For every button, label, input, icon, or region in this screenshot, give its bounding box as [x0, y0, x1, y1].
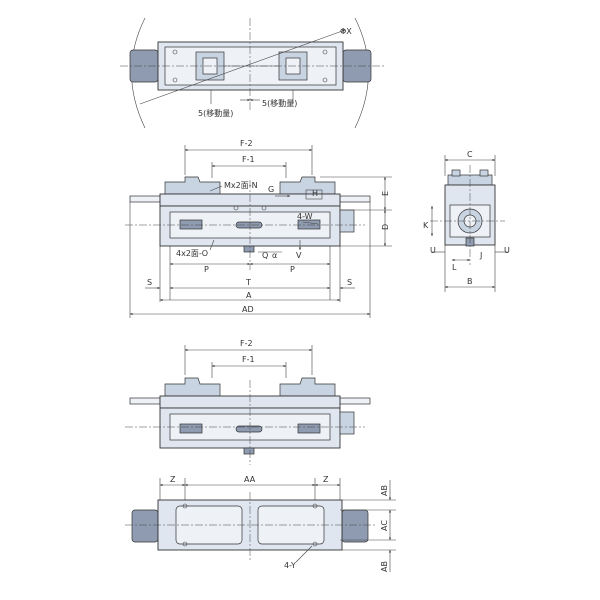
bottom-view: Z AA Z AB AC AB 4-Y	[125, 475, 396, 572]
label-g: G	[268, 185, 274, 194]
dim-f1: F-1	[242, 155, 255, 164]
dim-f2-2: F-2	[240, 339, 253, 348]
label-d: D	[381, 224, 390, 230]
label-u-right: U	[504, 246, 510, 255]
label-h: H	[312, 189, 318, 198]
label-k: K	[423, 221, 429, 230]
dim-f2: F-2	[240, 139, 253, 148]
label-v: V	[296, 251, 302, 260]
label-y: 4-Y	[284, 561, 296, 570]
label-alpha: α	[272, 251, 277, 260]
label-u-left: U	[430, 246, 436, 255]
dim-f1-2: F-1	[242, 355, 255, 364]
label-t: T	[245, 278, 251, 287]
label-aa: AA	[244, 475, 256, 484]
label-z-left: Z	[170, 475, 176, 484]
label-s-left: S	[147, 278, 152, 287]
front-view: F-2 F-1 Mx2面-N H G 4-W	[125, 139, 392, 318]
label-l: L	[452, 263, 457, 272]
label-w: 4-W	[297, 212, 313, 221]
label-p-left: P	[204, 265, 209, 274]
label-a: A	[246, 291, 252, 300]
label-o: 4x2面-O	[176, 249, 208, 258]
label-q: Q	[262, 251, 268, 260]
label-p-right: P	[290, 265, 295, 274]
label-ad: AD	[242, 305, 254, 314]
label-ab-top: AB	[380, 485, 389, 496]
label-s-right: S	[347, 278, 352, 287]
front-view-2: F-2 F-1	[125, 339, 371, 465]
dim-stroke-right: 5(移動量)	[262, 98, 297, 108]
label-c: C	[467, 150, 473, 159]
dim-stroke-left: 5(移動量)	[198, 108, 233, 118]
top-view: ΦX 5(移動量) 5(移動量)	[120, 17, 385, 129]
label-ac: AC	[380, 520, 389, 531]
label-ab-bottom: AB	[380, 561, 389, 572]
label-j: J	[479, 251, 482, 260]
label-b: B	[467, 277, 473, 286]
side-view: C K U U L J B	[423, 150, 510, 292]
label-m: Mx2面-N	[224, 181, 258, 190]
dim-phi-x: ΦX	[340, 27, 352, 36]
label-z-right: Z	[323, 475, 329, 484]
label-e: E	[381, 191, 390, 196]
